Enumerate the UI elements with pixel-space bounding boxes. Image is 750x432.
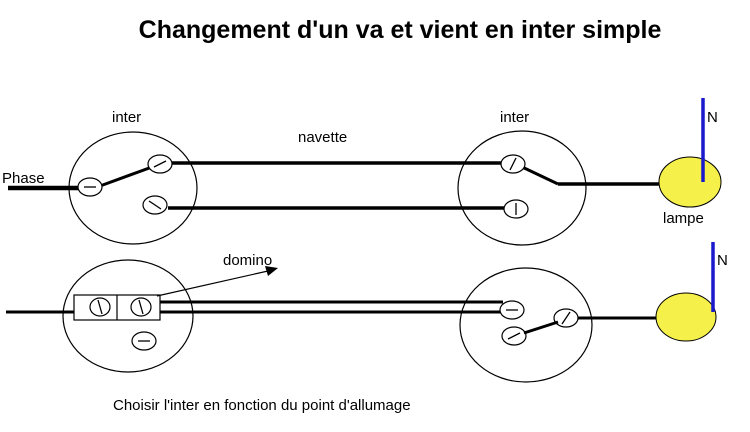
label-domino: domino	[223, 252, 272, 269]
terminal-screw	[131, 331, 157, 351]
bottom-right-switch-box	[459, 267, 593, 383]
terminal-screw	[501, 326, 527, 346]
top-right-lever	[519, 164, 559, 186]
diagram-title: Changement d'un va et vient en inter sim…	[139, 16, 662, 44]
bottom-right-lever	[523, 320, 559, 335]
label-navette: navette	[298, 129, 347, 146]
top-left-lever	[99, 165, 153, 188]
arrow-head-icon	[265, 266, 278, 276]
domino-screw	[130, 297, 152, 317]
bottom-left-switch-box	[62, 259, 194, 373]
terminal-screw	[503, 199, 529, 219]
terminal-screw	[500, 154, 526, 174]
diagram-caption: Choisir l'inter en fonction du point d'a…	[113, 397, 411, 414]
terminal-screw	[499, 300, 525, 320]
terminal-screw	[147, 154, 173, 174]
label-phase: Phase	[2, 170, 45, 187]
terminal-screw	[142, 195, 168, 215]
bottom-circuit	[6, 242, 717, 383]
top-lamp	[658, 156, 722, 208]
label-neutral-bottom: N	[717, 252, 728, 269]
terminal-screw	[77, 177, 103, 197]
bottom-lamp	[655, 292, 717, 342]
label-inter-right: inter	[500, 109, 529, 126]
top-right-switch-box	[457, 130, 587, 246]
label-neutral-top: N	[707, 109, 718, 126]
label-lampe: lampe	[663, 210, 704, 227]
domino-screw	[89, 297, 111, 317]
terminal-screw	[553, 308, 579, 328]
label-inter-left: inter	[112, 109, 141, 126]
top-circuit	[8, 98, 722, 246]
domino-pointer-arrow	[156, 270, 269, 297]
